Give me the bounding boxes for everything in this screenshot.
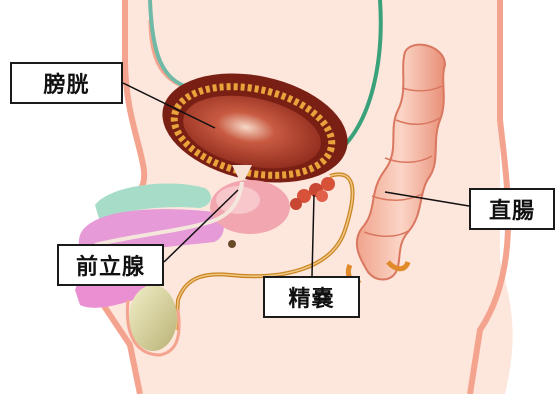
label-seminal-vesicle-text: 精嚢 bbox=[288, 281, 334, 313]
testis bbox=[129, 285, 177, 351]
label-bladder-text: 膀胱 bbox=[43, 67, 89, 99]
label-rectum-text: 直腸 bbox=[489, 193, 535, 225]
label-seminal-vesicle: 精嚢 bbox=[263, 276, 360, 318]
label-prostate-text: 前立腺 bbox=[76, 249, 145, 281]
label-bladder: 膀胱 bbox=[10, 62, 123, 104]
label-prostate: 前立腺 bbox=[57, 244, 164, 286]
label-rectum: 直腸 bbox=[469, 188, 555, 230]
bulbourethral-gland bbox=[228, 240, 236, 248]
